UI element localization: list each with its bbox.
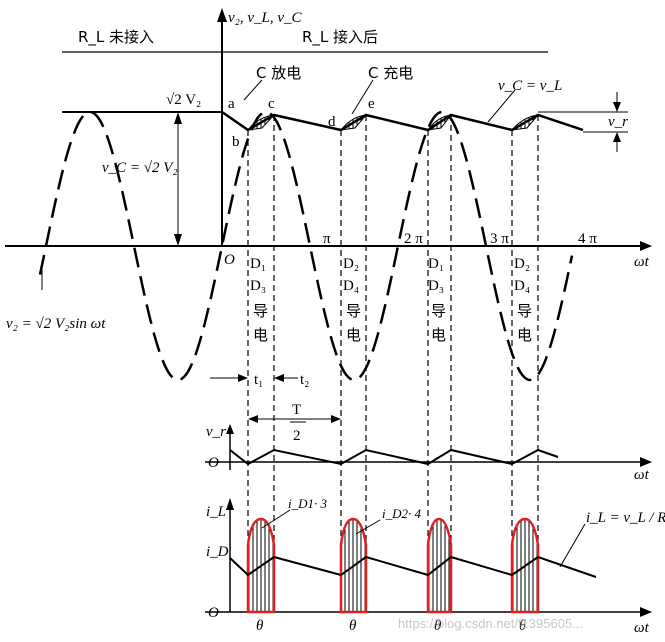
iD-axis-label: i_D (206, 544, 229, 560)
svg-text:电: 电 (517, 326, 532, 344)
charge-region-1 (246, 114, 276, 131)
ripple-arrowhead-top (613, 102, 621, 112)
pi2-label: 2 π (404, 231, 423, 247)
theta-1: θ (256, 618, 264, 634)
ripple-label: v_r (608, 114, 628, 130)
svg-text:导: 导 (431, 302, 446, 320)
vr-axis-arrow (226, 424, 234, 434)
origin-middle: O (208, 455, 219, 471)
vr-axis-label: v_r (206, 424, 226, 440)
point-b: b (232, 134, 240, 150)
half-period-numerator: T (292, 402, 301, 418)
vc-eq-vl-label: v_C = v_L (498, 78, 562, 94)
point-e: e (368, 96, 375, 112)
theta-3: θ (434, 618, 442, 634)
wt-bottom: ωt (634, 620, 650, 636)
half-period-arrow-left (248, 415, 258, 423)
diode-label-3: D₁ D₃ 导 电 (428, 256, 446, 344)
vr-time-axis-arrow (640, 457, 652, 467)
svg-text:电: 电 (253, 326, 268, 344)
theta-2: θ (349, 618, 357, 634)
origin-bottom: O (208, 605, 219, 621)
conduction-guides (247, 115, 539, 612)
wt-top: ωt (634, 254, 650, 270)
section-after-label: R_L 接入后 (302, 28, 378, 47)
watermark: https://blog.csdn.net/f1395605... (398, 616, 583, 631)
vc-dimension-arrow-top (174, 112, 182, 124)
section-before-label: R_L 未接入 (78, 28, 154, 47)
vc-eq-vl-pointer (487, 89, 516, 123)
svg-text:D₄: D₄ (343, 278, 359, 294)
ripple-arrowhead-bottom (613, 132, 621, 142)
theta-4: θ (519, 618, 527, 634)
svg-text:D₃: D₃ (428, 278, 444, 294)
charge-pointer (351, 79, 374, 115)
wt-middle: ωt (634, 467, 650, 483)
t1-arrowhead (238, 374, 248, 382)
iD13-label: i_D1· 3 (288, 496, 328, 511)
diode-label-1: D₁ D₃ 导 电 (250, 256, 268, 344)
svg-text:电: 电 (346, 326, 361, 344)
charge-region-4 (510, 114, 540, 131)
diode-label-4: D₂ D₄ 导 电 (514, 256, 532, 344)
diode-label-2: D₂ D₄ 导 电 (343, 256, 361, 344)
point-c: c (268, 96, 275, 112)
t2-arrowhead (274, 374, 284, 382)
iL-axis-label: i_L (206, 504, 226, 520)
pi3-label: 3 π (490, 231, 509, 247)
discharge-label: C 放电 (256, 64, 301, 82)
svg-text:D₁: D₁ (428, 256, 444, 272)
svg-text:导: 导 (346, 302, 361, 320)
svg-text:电: 电 (431, 326, 446, 344)
svg-text:导: 导 (517, 302, 532, 320)
pi4-label: 4 π (578, 231, 597, 247)
svg-text:导: 导 (253, 302, 268, 320)
discharge-pointer (243, 79, 263, 101)
half-period-arrow-right (331, 415, 341, 423)
iD24-pointer (355, 519, 381, 535)
source-sine-wave (38, 110, 574, 382)
current-time-axis-arrow (640, 607, 652, 617)
iD24-label: i_D2· 4 (382, 506, 422, 521)
svg-text:D₂: D₂ (343, 256, 359, 272)
current-axis-arrow (226, 498, 234, 510)
half-period-denominator: 2 (293, 428, 301, 444)
pi1-label: π (323, 231, 331, 247)
peak-label: √2 V₂ (166, 92, 201, 108)
load-current-line (229, 555, 597, 578)
vertical-axis-arrow (217, 8, 227, 22)
ripple-waveform (229, 448, 559, 466)
vc-dimension-arrow-bottom (174, 234, 182, 246)
point-d: d (328, 114, 336, 130)
main-axis-arrow (640, 241, 652, 251)
svg-text:D₁: D₁ (250, 256, 266, 272)
top-axis-label: v₂, v_L, v_C (228, 10, 303, 26)
charge-region-2 (339, 114, 368, 131)
iL-pointer (559, 523, 586, 568)
vc-label: v_C = √2 V₂ (102, 160, 178, 176)
svg-text:D₄: D₄ (514, 278, 530, 294)
charge-label: C 充电 (368, 64, 413, 82)
iD13-pointer (261, 509, 291, 529)
iL-equation: i_L = v_L / R_L (586, 510, 665, 526)
svg-text:D₂: D₂ (514, 256, 530, 272)
t2-label: t₂ (300, 372, 309, 388)
point-a: a (228, 96, 235, 112)
origin-top: O (224, 252, 235, 268)
svg-text:D₃: D₃ (250, 278, 266, 294)
t1-label: t₁ (254, 372, 263, 388)
source-equation: v₂ = √2 V₂sin ωt (6, 316, 106, 332)
